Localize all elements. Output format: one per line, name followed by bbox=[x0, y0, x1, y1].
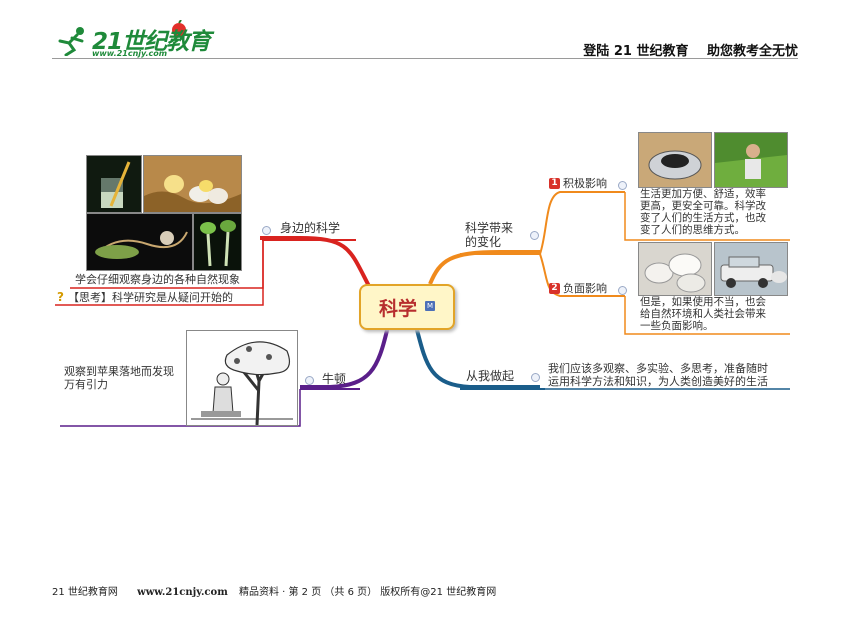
note-think-question: 【思考】科学研究是从疑问开始的 bbox=[68, 291, 233, 304]
central-node[interactable]: 科学 M bbox=[359, 284, 455, 330]
branch-surrounding-science[interactable]: 身边的科学 bbox=[280, 221, 341, 235]
header-divider bbox=[52, 58, 798, 59]
header-slogan: 登陆 21 世纪教育 助您教考全无忧 bbox=[569, 40, 798, 59]
branch-newton[interactable]: 牛顿 bbox=[322, 372, 347, 386]
node-positive-impact[interactable]: 积极影响 bbox=[563, 177, 607, 190]
question-mark-icon: ? bbox=[57, 290, 64, 304]
branch-changes-line2[interactable]: 的变化 bbox=[465, 235, 502, 249]
central-label: 科学 bbox=[379, 298, 418, 320]
desc-positive-4: 变了人们的思维方式。 bbox=[640, 224, 745, 236]
photo-seed-sprouting bbox=[193, 213, 242, 271]
mindmap-badge-icon: M bbox=[425, 301, 435, 311]
photo-caterpillar-to-butterfly bbox=[86, 213, 193, 271]
photo-plastic-waste-pile bbox=[638, 242, 712, 296]
collapse-toggle-newton[interactable] bbox=[305, 376, 314, 385]
desc-negative-3: 一些负面影响。 bbox=[640, 320, 714, 332]
collapse-toggle-positive[interactable] bbox=[618, 181, 627, 190]
branch-changes-line1[interactable]: 科学带来 bbox=[465, 221, 514, 235]
connector-surrounding-science bbox=[260, 236, 372, 289]
number-badge-1: 1 bbox=[549, 178, 560, 189]
number-badge-2: 2 bbox=[549, 283, 560, 294]
desc-positive-3: 变了人们的生活方式，也改 bbox=[640, 212, 766, 224]
connector-changes bbox=[428, 250, 540, 285]
photo-hatching-chicks bbox=[143, 155, 242, 213]
photo-beaker-with-straw bbox=[86, 155, 142, 213]
node-negative-impact[interactable]: 负面影响 bbox=[563, 282, 607, 295]
slogan-left: 登陆 21 世纪教育 bbox=[583, 44, 689, 59]
footer-site: 21 世纪教育网 bbox=[52, 587, 118, 598]
connector-newton bbox=[300, 325, 390, 389]
desc-negative-2: 给自然环境和人类社会带来 bbox=[640, 308, 766, 320]
running-figure-icon bbox=[58, 27, 84, 56]
collapse-toggle-negative[interactable] bbox=[618, 286, 627, 295]
photo-car-exhaust bbox=[714, 242, 788, 296]
page-footer: 21 世纪教育网 www.21cnjy.com 精品资料 · 第 2 页 （共 … bbox=[52, 583, 496, 598]
collapse-toggle-changes[interactable] bbox=[530, 231, 539, 240]
footer-page-info: 精品资料 · 第 2 页 （共 6 页） 版权所有@21 世纪教育网 bbox=[238, 587, 497, 598]
collapse-toggle-start-with-me[interactable] bbox=[531, 373, 540, 382]
slogan-right: 助您教考全无忧 bbox=[706, 44, 798, 59]
site-logo[interactable] bbox=[52, 18, 202, 62]
photo-robot-vacuum bbox=[638, 132, 712, 188]
note-newton-line2: 万有引力 bbox=[64, 378, 108, 391]
footer-url[interactable]: www.21cnjy.com bbox=[137, 587, 228, 598]
note-newton-line1: 观察到苹果落地而发现 bbox=[64, 365, 174, 378]
logo-text: 21世纪教育 bbox=[92, 29, 211, 55]
note-observe-nature: 学会仔细观察身边的各种自然现象 bbox=[75, 273, 240, 286]
collapse-toggle-surrounding-science[interactable] bbox=[262, 226, 271, 235]
apple-icon bbox=[172, 20, 186, 37]
photo-newton-under-apple-tree bbox=[186, 330, 298, 426]
desc-positive-2: 更高，更安全可靠。科学改 bbox=[640, 200, 766, 212]
branch-start-with-me[interactable]: 从我做起 bbox=[466, 369, 515, 383]
note-start-with-me-2: 运用科学方法和知识，为人类创造美好的生活 bbox=[548, 375, 768, 388]
logo-url: www.21cnjy.com bbox=[92, 49, 168, 58]
note-start-with-me-1: 我们应该多观察、多实验、多思考，准备随时 bbox=[548, 362, 768, 375]
photo-farmer-in-rice-field bbox=[714, 132, 788, 188]
desc-negative-1: 但是，如果使用不当，也会 bbox=[640, 296, 766, 308]
connector-start-with-me bbox=[414, 325, 540, 389]
desc-positive-1: 生活更加方便、舒适，效率 bbox=[640, 188, 766, 200]
